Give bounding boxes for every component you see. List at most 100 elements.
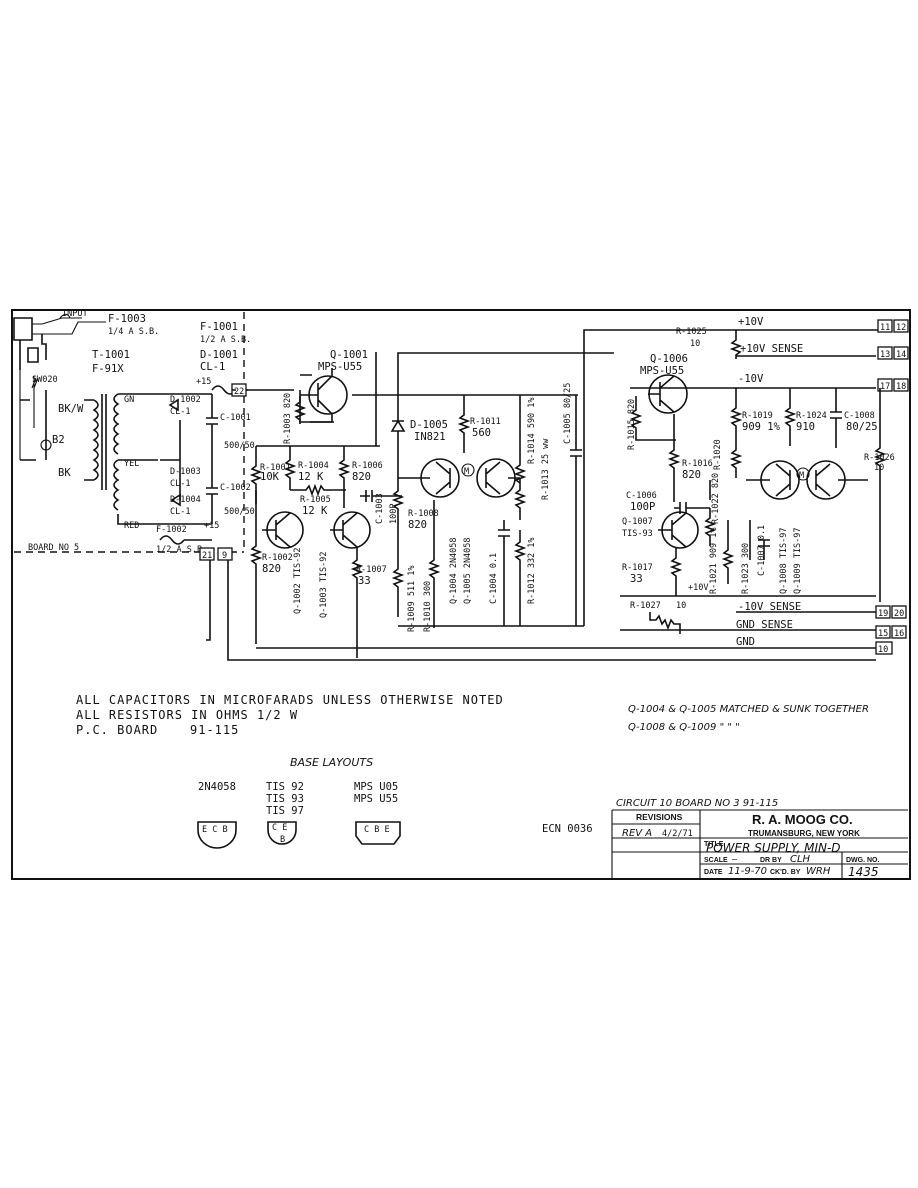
- plus15-top: +15: [196, 377, 211, 387]
- q1005-label: Q-1005 2N4058: [463, 537, 473, 604]
- svg-text:17: 17: [880, 382, 890, 392]
- yel-label: YEL: [124, 459, 139, 469]
- c1003-value: 100P: [389, 504, 399, 524]
- r1001-label: R-1001: [260, 463, 291, 473]
- r1010-label: R-1010 300: [423, 581, 433, 632]
- date-label: DATE: [704, 869, 723, 876]
- base-tis93: TIS 93: [266, 793, 304, 805]
- terminal-12: 12: [893, 319, 909, 333]
- terminal-17: 17: [877, 378, 893, 392]
- r1002-label: R-1002: [262, 553, 293, 563]
- title-field-label: TITLE: [704, 841, 724, 848]
- terminal-10: 10: [875, 641, 893, 655]
- svg-text:21: 21: [202, 551, 212, 561]
- ckd-by-label: CK'D. BY: [770, 869, 801, 876]
- base-layouts: BASE LAYOUTS 2N4058 TIS 92 TIS 93 TIS 97…: [197, 756, 401, 849]
- positive-regulator: Q-1001 MPS-U55 R-1003 820 R-1001 10K R-1…: [246, 349, 614, 658]
- terminal-15: 15: [875, 625, 891, 639]
- r1004-label: R-1004: [298, 461, 329, 471]
- r1006-label: R-1006: [352, 461, 383, 471]
- d1004-part: CL-1: [170, 507, 190, 517]
- f1003-label: F-1003: [108, 313, 146, 325]
- f1003-rating: 1/4 A S.B.: [108, 327, 159, 337]
- r1019-value: 909 1%: [742, 421, 781, 433]
- rev-date: 4/2/71: [662, 829, 693, 839]
- t1001-label: T-1001: [92, 349, 130, 361]
- c1008-label: C-1008: [844, 411, 875, 421]
- terminal-16: 16: [891, 625, 907, 639]
- svg-text:INPUT: INPUT: [62, 309, 88, 319]
- r1016-label: R-1016: [682, 459, 713, 469]
- r1023-label: R-1023 300: [741, 543, 751, 594]
- pins-mps: C B E: [364, 825, 390, 835]
- r1011-value: 560: [472, 427, 491, 439]
- svg-text:9: 9: [222, 551, 227, 561]
- q1006-part: MPS-U55: [640, 365, 684, 377]
- note-resistors: ALL RESISTORS IN OHMS 1/2 W: [76, 708, 298, 722]
- q1007-part: TIS-93: [622, 529, 653, 539]
- board-no5-label: BOARD NO 5: [28, 543, 79, 553]
- f1001-rating: 1/2 A S.B.: [200, 335, 251, 345]
- svg-text:11: 11: [880, 323, 890, 333]
- r1017-value: 33: [630, 573, 643, 585]
- r1007-label: R-1007: [356, 565, 387, 575]
- q1004-label: Q-1004 2N4058: [449, 537, 459, 604]
- rail-plus10v-sense: +10V SENSE: [740, 343, 803, 355]
- pins-tis-bottom: B: [280, 835, 285, 845]
- q1007-label: Q-1007: [622, 517, 653, 527]
- c1008-value: 80/25: [846, 421, 878, 433]
- note-pc-board-value: 91-115: [190, 723, 239, 737]
- ecn-label: ECN 0036: [542, 823, 593, 835]
- terminal-9: 9: [217, 547, 233, 561]
- bk-label: BK: [58, 467, 71, 479]
- d1002-label: D-1002: [170, 395, 201, 405]
- drawing-title: POWER SUPPLY, MIN-D: [706, 841, 841, 855]
- q1006-label: Q-1006: [650, 353, 688, 365]
- q1008-label: Q-1008 TIS-97: [779, 527, 789, 594]
- scale-value: —: [732, 855, 738, 865]
- c1001-label: C-1001: [220, 413, 251, 423]
- r1025-label: R-1025: [676, 327, 707, 337]
- terminal-group: 22 21 9 11 12 13 14 17 18 19 20 15 16 10: [199, 319, 909, 655]
- sw020-label: SW020: [32, 375, 58, 385]
- q1001-part: MPS-U55: [318, 361, 362, 373]
- d1001-label: D-1001: [200, 349, 238, 361]
- f1002-rating: 1/2 A S.B.: [156, 545, 207, 555]
- d1005-part: IN821: [414, 431, 446, 443]
- company-name: R. A. MOOG CO.: [752, 812, 853, 827]
- r1015-label: R-1015 820: [627, 399, 637, 450]
- red-label: RED: [124, 521, 139, 531]
- rail-minus10v: -10V: [738, 373, 764, 385]
- rail-gnd: GND: [736, 636, 755, 648]
- pinout-mps-icon: [355, 821, 401, 845]
- terminal-18: 18: [893, 378, 909, 392]
- d1005-label: D-1005: [410, 419, 448, 431]
- notes-block: ALL CAPACITORS IN MICROFARADS UNLESS OTH…: [76, 693, 869, 737]
- c1007-label: C-1007 0.1: [757, 525, 767, 576]
- pins-2n4058: E C B: [202, 825, 228, 835]
- terminal-21: 21: [199, 547, 215, 561]
- svg-text:15: 15: [878, 629, 888, 639]
- c1005-label: C-1005 80/25: [563, 383, 573, 444]
- note-capacitors: ALL CAPACITORS IN MICROFARADS UNLESS OTH…: [76, 693, 504, 707]
- r1021-label: R-1021 909 1%: [709, 527, 719, 594]
- svg-text:22: 22: [234, 387, 244, 397]
- r1027-label: R-1027: [630, 601, 661, 611]
- input-section: INPUT F-1003 1/4 A S.B. SW020 BK/W B2 BK…: [13, 309, 255, 555]
- svg-text:10: 10: [878, 645, 888, 655]
- d1002-part: CL-1: [170, 407, 190, 417]
- svg-text:19: 19: [878, 609, 888, 619]
- matched-badge-2: M: [799, 471, 804, 481]
- r1025-value: 10: [690, 339, 700, 349]
- dr-by-label: DR BY: [760, 857, 782, 864]
- r1011-label: R-1011: [470, 417, 501, 427]
- neg-plus10v: +10V: [688, 583, 708, 593]
- terminal-11: 11: [877, 319, 893, 333]
- r1002-value: 820: [262, 563, 281, 575]
- rail-plus10v: +10V: [738, 316, 764, 328]
- b2-label: B2: [52, 434, 65, 446]
- rev-label: REV A: [622, 828, 652, 839]
- negative-regulator: +10V R-1025 10 +10V SENSE -10V Q-1006 MP…: [620, 316, 895, 648]
- d1001-part: CL-1: [200, 361, 225, 373]
- scale-label: SCALE: [704, 857, 728, 864]
